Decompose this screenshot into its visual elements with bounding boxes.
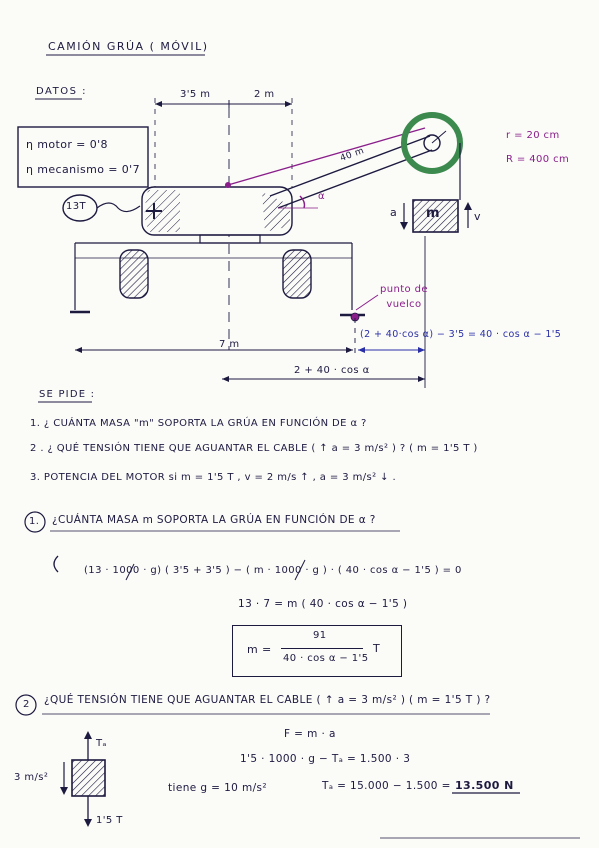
tension-solution: Tₐ = 15.000 − 1.500 =: [322, 780, 451, 792]
dim-2m: 2 m: [254, 89, 275, 100]
large-radius: R = 400 cm: [506, 154, 570, 165]
gravity-note: tiene g = 10 m/s²: [168, 782, 268, 794]
result-box-1: m = 91 40 · cos α − 1'5 T: [232, 625, 402, 677]
section-1-title: ¿CUÁNTA MASA m SOPORTA LA GRÚA EN FUNCIÓ…: [52, 514, 376, 526]
eta-motor: η motor = 0'8: [26, 138, 108, 151]
question-2: 2 . ¿ QUÉ TENSIÓN TIENE QUE AGUANTAR EL …: [30, 443, 478, 454]
unit-tonnes: T: [373, 642, 381, 655]
cable-support: [227, 127, 426, 186]
tension-equation: 1'5 · 1000 · g − Tₐ = 1.500 · 3: [240, 753, 411, 765]
mass-symbol: m: [426, 206, 440, 221]
section-1-number: 1.: [29, 516, 40, 527]
wheel-left: [119, 249, 149, 299]
fbd-tension: Tₐ: [96, 738, 107, 749]
weight-label: 13T: [66, 201, 87, 212]
angle-label: α: [318, 191, 325, 202]
dim-3-5m: 3'5 m: [180, 89, 211, 100]
datos-header: DATOS :: [36, 86, 87, 97]
section-2-title: ¿QUÉ TENSIÓN TIENE QUE AGUANTAR EL CABLE…: [44, 694, 491, 706]
newton-equation: F = m · a: [284, 728, 336, 740]
small-radius: r = 20 cm: [506, 130, 560, 141]
fraction-numerator: 91: [313, 630, 327, 641]
fbd-mass: [71, 759, 106, 797]
question-1: 1. ¿ CUÁNTA MASA "m" SOPORTA LA GRÚA EN …: [30, 418, 367, 429]
pivot-label: punto de vuelco: [380, 284, 428, 310]
section-2-number: 2: [23, 699, 30, 710]
vel-symbol: v: [474, 210, 481, 223]
page-title: CAMIÓN GRÚA ( MÓVIL): [48, 40, 209, 53]
dim-expression: 2 + 40 · cos α: [294, 365, 370, 376]
eta-mecanismo: η mecanismo = 0'7: [26, 163, 140, 176]
fraction-bar: [281, 648, 363, 649]
accel-symbol: a: [390, 206, 398, 219]
se-pide-header: SE PIDE :: [39, 389, 96, 400]
m-equals: m =: [247, 643, 272, 656]
dim-difference: (2 + 40·cos α) − 3'5 = 40 · cos α − 1'5: [360, 329, 562, 340]
hanging-mass: [412, 199, 459, 233]
simplified-equation: 13 · 7 = m ( 40 · cos α − 1'5 ): [238, 598, 408, 610]
fraction-denominator: 40 · cos α − 1'5: [283, 653, 369, 664]
fbd-weight: 1'5 T: [96, 815, 123, 826]
question-3: 3. POTENCIA DEL MOTOR si m = 1'5 T , v =…: [30, 472, 397, 483]
fbd-acceleration: 3 m/s²: [14, 772, 49, 783]
moment-equation: (13 · 1000 · g) ( 3'5 + 3'5 ) − ( m · 10…: [84, 565, 462, 576]
efficiency-box: [17, 126, 149, 188]
tension-result: 13.500 N: [455, 779, 514, 792]
wheel-right: [282, 249, 312, 299]
dim-7m: 7 m: [219, 339, 240, 350]
